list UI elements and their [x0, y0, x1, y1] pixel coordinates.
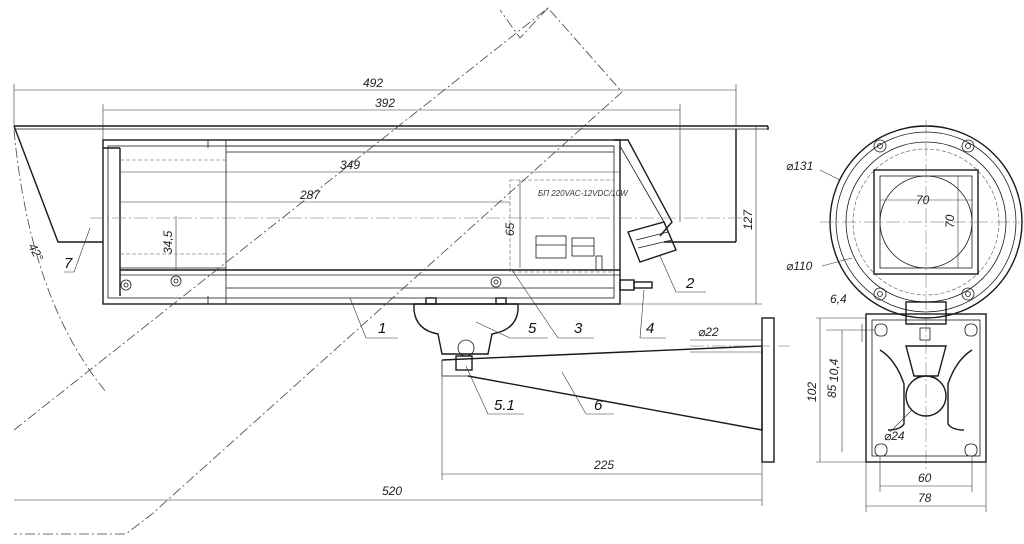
callout-3: 3	[574, 320, 583, 337]
dim-42-deg: 42°	[25, 241, 46, 264]
dim-34-5: 34,5	[161, 230, 175, 254]
sun-visor	[13, 125, 769, 243]
dim-349: 349	[340, 158, 360, 172]
dim-10-4: 10,4	[827, 358, 841, 382]
mount-bracket	[413, 297, 790, 463]
dim-225: 225	[593, 458, 614, 472]
callout-5: 5	[528, 320, 537, 337]
dim-65: 65	[503, 222, 517, 236]
callout-1: 1	[378, 320, 386, 337]
dim-d110: ⌀110	[786, 259, 813, 273]
dim-78: 78	[918, 491, 932, 505]
dim-d24: ⌀24	[884, 429, 905, 443]
dimension-lines	[13, 84, 987, 512]
dim-70-horizontal: 70	[916, 193, 930, 207]
dim-127: 127	[741, 209, 755, 230]
camera-housing	[102, 139, 677, 305]
dim-287: 287	[299, 188, 321, 202]
end-view	[820, 120, 1023, 470]
dim-60: 60	[918, 471, 932, 485]
callouts: 1 2 3 4 5 5.1 6 7	[64, 227, 706, 415]
callout-4: 4	[646, 320, 654, 337]
dim-d131: ⌀131	[786, 159, 813, 173]
dimension-labels: 492 392 349 287 127 65 34,5 42° 520 225 …	[25, 76, 957, 505]
tilt-envelope	[13, 7, 623, 535]
callout-7: 7	[64, 255, 73, 272]
dim-85: 85	[825, 384, 839, 398]
psu-label: БП 220VAC-12VDC/10W	[538, 189, 629, 198]
callout-5-1: 5.1	[494, 397, 515, 414]
dim-102: 102	[805, 382, 819, 402]
dim-6-4: 6,4	[830, 292, 847, 306]
callout-2: 2	[685, 275, 695, 292]
dim-492: 492	[363, 76, 383, 90]
dim-d22: ⌀22	[698, 325, 719, 339]
callout-6: 6	[594, 397, 603, 414]
dim-520: 520	[382, 484, 402, 498]
dim-392: 392	[375, 96, 395, 110]
dim-70-vertical: 70	[943, 214, 957, 228]
